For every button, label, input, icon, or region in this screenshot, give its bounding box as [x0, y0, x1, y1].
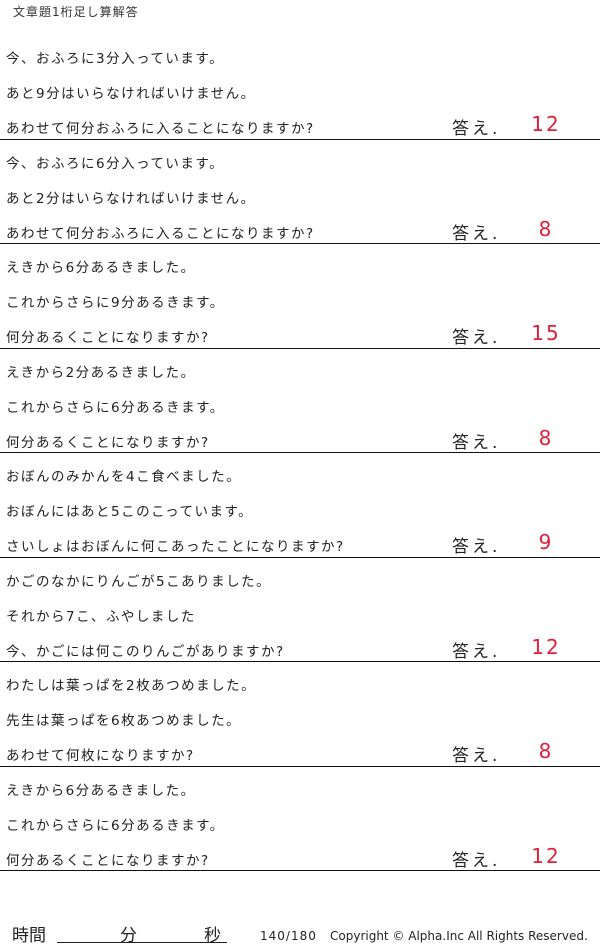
problem-question: 何分あるくことになりますか?: [6, 434, 210, 451]
problem-line-1: えきから2分あるきました。: [6, 364, 196, 381]
problem-line-2: これからさらに9分あるきます。: [6, 295, 225, 311]
answer-value: 12: [531, 843, 561, 868]
problem-5: おぼんのみかんを4こ食べました。 おぼんにはあと5このこっています。 さいしょは…: [0, 453, 600, 558]
problem-line-1: おぼんのみかんを4こ食べました。: [6, 469, 242, 485]
answer-label: 答え.: [452, 746, 501, 766]
problem-line-2: これからさらに6分あるきます。: [6, 817, 225, 834]
answer-value: 8: [538, 739, 554, 763]
problem-question: 今、かごには何このりんごがありますか?: [6, 643, 285, 660]
answer-label: 答え.: [452, 537, 501, 557]
problem-3: えきから6分あるきました。 これからさらに9分あるきます。 何分あるくことになり…: [0, 244, 600, 349]
problem-4: えきから2分あるきました。 これからさらに6分あるきます。 何分あるくことになり…: [0, 349, 600, 453]
problem-line-1: 今、おふろに6分入っています。: [6, 155, 225, 172]
problem-line-2: あと2分はいらなければいけません。: [6, 190, 256, 207]
seconds-label: 秒: [204, 926, 221, 946]
answer-label: 答え.: [452, 223, 501, 244]
answer-label: 答え.: [452, 432, 501, 453]
time-blank-line: [57, 942, 227, 943]
footer: 時間 分 秒 140/180 Copyright © Alpha.Inc All…: [0, 918, 600, 948]
problem-line-1: えきから6分あるきました。: [6, 260, 196, 276]
problem-8: えきから6分あるきました。 これからさらに6分あるきます。 何分あるくことになり…: [0, 767, 600, 871]
answer-value: 9: [538, 530, 554, 554]
answer-label: 答え.: [452, 328, 501, 348]
answer-label: 答え.: [452, 119, 501, 139]
problem-line-2: 先生は葉っぱを6枚あつめました。: [6, 713, 242, 729]
problem-line-2: それから7こ、ふやしました: [6, 608, 196, 625]
minutes-label: 分: [120, 926, 137, 946]
problem-question: あわせて何分おふろに入ることになりますか?: [6, 121, 315, 137]
page-title: 文章題1桁足し算解答: [13, 5, 139, 19]
time-label: 時間: [12, 926, 46, 946]
answer-label: 答え.: [452, 641, 501, 662]
problem-line-1: わたしは葉っぱを2枚あつめました。: [6, 678, 257, 694]
answer-value: 8: [538, 216, 554, 241]
problem-question: 何分あるくことになりますか?: [6, 852, 210, 869]
problem-line-2: これからさらに6分あるきます。: [6, 399, 225, 416]
page-number: 140/180: [260, 929, 317, 943]
answer-label: 答え.: [452, 850, 501, 871]
problem-line-1: かごのなかにりんごが5こありました。: [6, 573, 272, 590]
answer-value: 12: [531, 634, 561, 659]
problem-7: わたしは葉っぱを2枚あつめました。 先生は葉っぱを6枚あつめました。 あわせて何…: [0, 662, 600, 767]
problem-question: さいしょはおぼんに何こあったことになりますか?: [6, 539, 345, 555]
problem-line-2: おぼんにはあと5このこっています。: [6, 504, 254, 520]
problem-line-1: 今、おふろに3分入っています。: [6, 51, 225, 67]
problem-question: 何分あるくことになりますか?: [6, 330, 210, 346]
problem-1: 今、おふろに3分入っています。 あと9分はいらなければいけません。 あわせて何分…: [0, 35, 600, 140]
problem-2: 今、おふろに6分入っています。 あと2分はいらなければいけません。 あわせて何分…: [0, 140, 600, 244]
copyright: Copyright © Alpha.Inc All Rights Reserve…: [330, 929, 588, 943]
problem-line-1: えきから6分あるきました。: [6, 782, 196, 799]
problem-list: 今、おふろに3分入っています。 あと9分はいらなければいけません。 あわせて何分…: [0, 35, 600, 871]
answer-value: 8: [538, 425, 554, 450]
answer-value: 12: [531, 112, 561, 136]
problem-6: かごのなかにりんごが5こありました。 それから7こ、ふやしました 今、かごには何…: [0, 558, 600, 662]
answer-value: 15: [531, 321, 561, 345]
problem-line-2: あと9分はいらなければいけません。: [6, 86, 256, 102]
problem-question: あわせて何分おふろに入ることになりますか?: [6, 225, 315, 242]
problem-question: あわせて何枚になりますか?: [6, 748, 195, 764]
